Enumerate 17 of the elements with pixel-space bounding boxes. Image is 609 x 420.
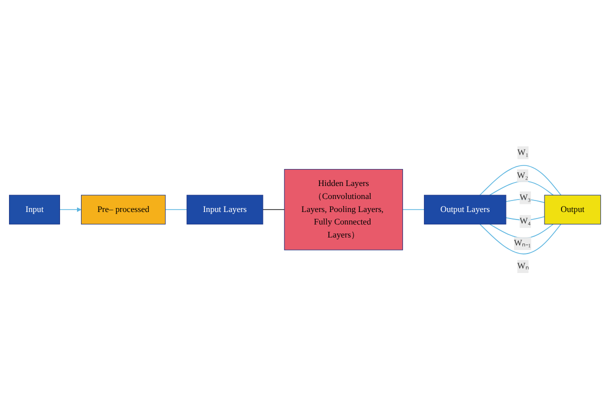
edge-label: W₂ bbox=[516, 171, 528, 180]
arrow bbox=[58, 208, 81, 212]
node-box: Output Layers bbox=[423, 195, 506, 225]
node-box: Input bbox=[8, 195, 60, 225]
node-box: Hidden Layers（Convolutional Layers, Pooling Layers, Fully Connected Layers） bbox=[284, 169, 402, 251]
edge-label: W₄ bbox=[519, 216, 530, 226]
connector bbox=[488, 224, 554, 239]
edge-label: Wₙ₋₁ bbox=[514, 239, 531, 248]
node-box: Pre– processed bbox=[80, 195, 166, 225]
edge-label: W₃ bbox=[519, 193, 530, 202]
connector bbox=[478, 165, 561, 196]
connector bbox=[488, 181, 554, 196]
node-box: Output bbox=[544, 195, 600, 225]
edge-label: Wₙ bbox=[516, 262, 528, 272]
connector bbox=[478, 224, 561, 255]
node-box: Input Layers bbox=[186, 195, 263, 225]
edge-label: W₁ bbox=[516, 148, 528, 158]
